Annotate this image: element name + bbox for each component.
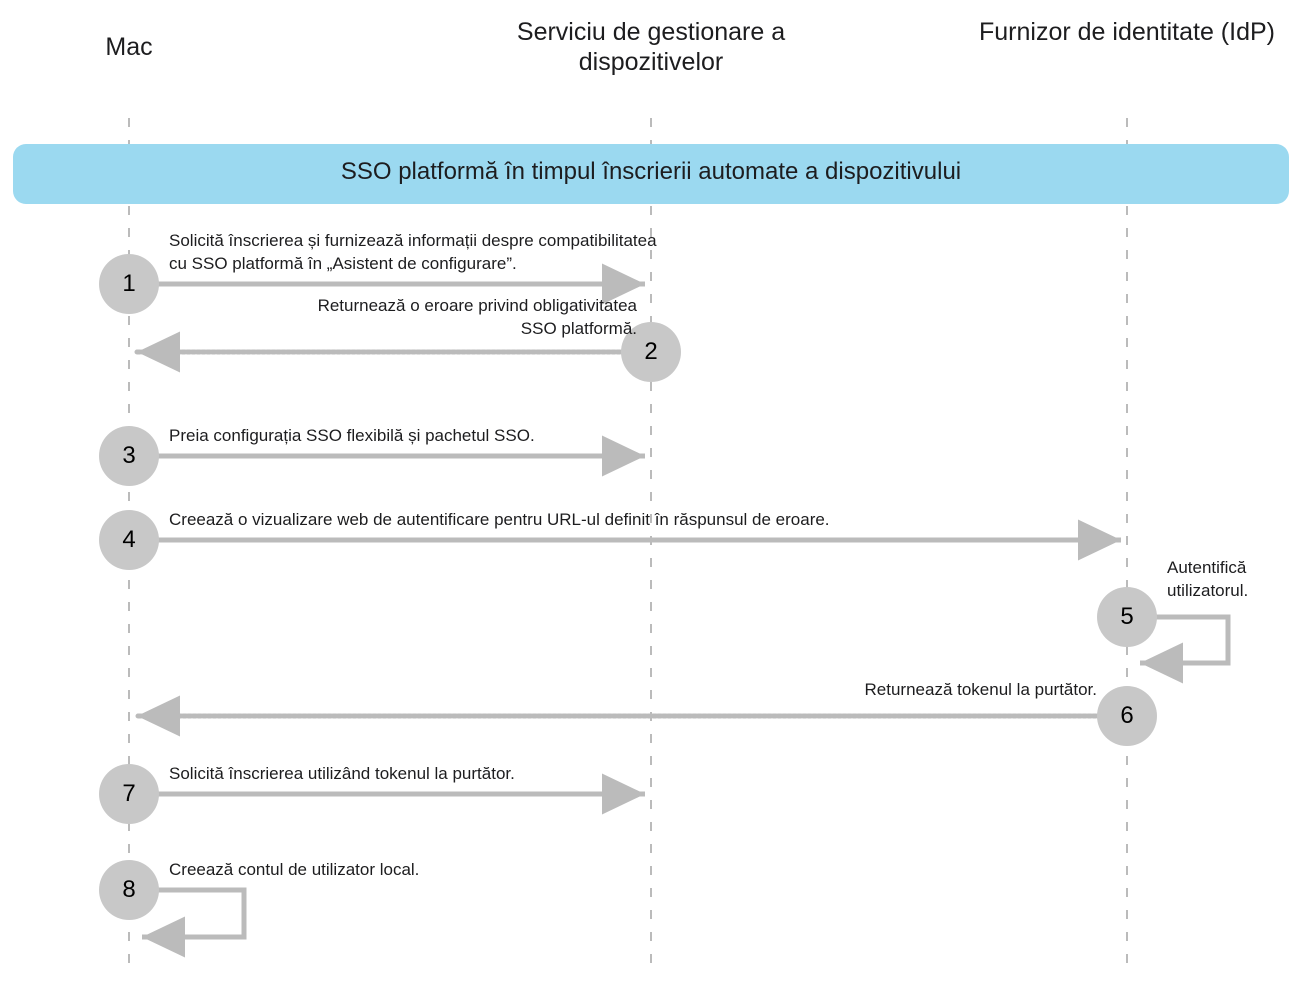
step-label-5: Autentifică utilizatorul. — [1167, 558, 1249, 600]
step-circle-3 — [99, 426, 159, 486]
step-circle-8 — [99, 860, 159, 920]
phase-banner-label: SSO platformă în timpul înscrierii autom… — [340, 158, 962, 185]
column-header-mac: Mac — [105, 33, 153, 61]
step-label-3: Preia configurația SSO flexibilă și pach… — [169, 426, 535, 445]
column-header-idp: Furnizor de identitate (IdP) — [979, 18, 1275, 46]
arrow-step-8 — [142, 887, 247, 958]
step-circle-6 — [1097, 686, 1157, 746]
column-header-mdm: Serviciu de gestionare a dispozitivelor — [516, 18, 786, 76]
step-number-1: 1 — [122, 270, 136, 297]
phase-banner — [13, 144, 1289, 204]
step-circle-1 — [99, 254, 159, 314]
step-label-2: Returnează o eroare privind obligativita… — [317, 296, 637, 338]
step-number-8: 8 — [122, 876, 136, 903]
step-number-3: 3 — [122, 442, 136, 469]
step-circle-2 — [621, 322, 681, 382]
step-number-7: 7 — [122, 780, 136, 807]
step-circle-4 — [99, 510, 159, 570]
step-label-1: Solicită înscrierea și furnizează inform… — [169, 231, 657, 273]
step-number-2: 2 — [644, 338, 658, 365]
step-label-8: Creează contul de utilizator local. — [169, 860, 420, 879]
arrow-step-5 — [1140, 614, 1231, 684]
step-number-6: 6 — [1120, 702, 1134, 729]
step-number-4: 4 — [122, 526, 136, 553]
step-label-4: Creează o vizualizare web de autentifica… — [169, 510, 830, 529]
step-label-7: Solicită înscrierea utilizând tokenul la… — [169, 764, 515, 783]
step-number-5: 5 — [1120, 603, 1134, 630]
step-circle-7 — [99, 764, 159, 824]
step-circle-5 — [1097, 587, 1157, 647]
step-label-6: Returnează tokenul la purtător. — [864, 680, 1097, 699]
